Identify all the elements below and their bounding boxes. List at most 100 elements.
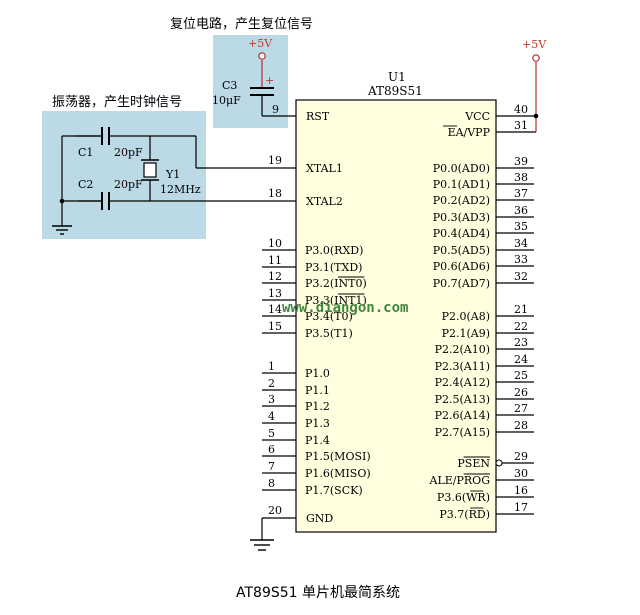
right-pin-name: P2.0(A8) xyxy=(442,310,490,323)
right-pin-number: 37 xyxy=(514,187,528,200)
pin-label-ea: EA/VPP xyxy=(448,126,491,139)
left-pin-number: 1 xyxy=(268,360,275,373)
c2-gap-mask xyxy=(101,193,110,209)
right-pin-name: ALE/PROG xyxy=(429,474,490,487)
left-pin-number: 12 xyxy=(268,270,282,283)
pin-num-ea: 31 xyxy=(514,119,528,132)
c1-ref: C1 xyxy=(78,146,93,159)
right-pin-name: P0.1(AD1) xyxy=(433,178,490,191)
left-pin-number: 15 xyxy=(268,320,282,333)
right-pin-name: P0.2(AD2) xyxy=(433,194,490,207)
pin-num-xtal1: 19 xyxy=(268,154,282,167)
left-pin-name: P3.2(INT0) xyxy=(305,277,367,290)
left-pin-name: P3.1(TXD) xyxy=(305,261,362,274)
reset-circuit-box xyxy=(213,35,288,128)
left-pin-number: 4 xyxy=(268,410,275,423)
right-pin-number: 28 xyxy=(514,419,528,432)
chip-body xyxy=(295,99,497,533)
pin-num-rst: 9 xyxy=(272,103,279,116)
pin-label-gnd: GND xyxy=(306,512,333,525)
right-pin-number: 25 xyxy=(514,369,528,382)
left-pin-name: P1.0 xyxy=(305,367,330,380)
right-pin-number: 39 xyxy=(514,155,528,168)
right-pin-number: 30 xyxy=(514,467,528,480)
pin-label-vcc: VCC xyxy=(464,110,490,123)
left-pin-name: P1.7(SCK) xyxy=(305,484,363,497)
left-pin-name: P1.5(MOSI) xyxy=(305,450,371,463)
vcc-main-label: +5V xyxy=(522,38,547,51)
right-pin-number: 22 xyxy=(514,320,528,333)
right-pin-number: 27 xyxy=(514,402,528,415)
right-pin-name: P2.1(A9) xyxy=(442,327,490,340)
left-pin-number: 2 xyxy=(268,377,275,390)
vcc-junction-dot xyxy=(533,113,539,119)
left-pin-number: 5 xyxy=(268,427,275,440)
right-pin-name: P2.4(A12) xyxy=(435,376,490,389)
right-pin-number: 34 xyxy=(514,237,528,250)
right-pin-number: 29 xyxy=(514,450,528,463)
left-pin-name: P1.2 xyxy=(305,400,330,413)
c2-value: 20pF xyxy=(114,178,143,191)
y1-value: 12MHz xyxy=(160,183,201,196)
right-pin-number: 32 xyxy=(514,270,528,283)
right-pin-name: P3.7(RD) xyxy=(439,508,490,521)
left-pin-name: P3.3(INT1) xyxy=(305,294,367,307)
right-pin-name: P2.6(A14) xyxy=(435,409,490,422)
right-pin-name: PSEN xyxy=(457,457,490,470)
right-pin-number: 33 xyxy=(514,253,528,266)
right-pin-number: 35 xyxy=(514,220,528,233)
c1-gap-mask xyxy=(101,128,110,144)
vcc-reset-terminal-icon xyxy=(258,52,266,60)
pin-label-xtal1: XTAL1 xyxy=(306,162,343,175)
right-pin-number: 36 xyxy=(514,204,528,217)
left-pin-name: P1.3 xyxy=(305,417,330,430)
right-pin-number: 16 xyxy=(514,484,528,497)
osc-ground-junction-dot xyxy=(59,198,65,204)
left-pin-name: P1.1 xyxy=(305,384,330,397)
left-pin-name: P3.4(T0) xyxy=(305,310,353,323)
right-pin-name: P0.0(AD0) xyxy=(433,162,490,175)
c3-value: 10μF xyxy=(212,94,241,107)
watermark: www.diangon.com xyxy=(282,300,408,316)
chip-model: AT89S51 xyxy=(367,84,423,98)
right-pin-number: 26 xyxy=(514,386,528,399)
pin-num-vcc: 40 xyxy=(514,103,528,116)
right-pin-name: P2.2(A10) xyxy=(435,343,490,356)
c3-ref: C3 xyxy=(222,79,237,92)
right-pin-name: P0.4(AD4) xyxy=(433,227,490,240)
right-pin-number: 17 xyxy=(514,501,528,514)
right-pin-name: P0.3(AD3) xyxy=(433,211,490,224)
left-pin-number: 11 xyxy=(268,254,282,267)
vcc-main-terminal-icon xyxy=(532,54,540,62)
c3-polarity-icon: + xyxy=(265,74,274,87)
c2-ref: C2 xyxy=(78,178,93,191)
oscillator-title: 振荡器，产生时钟信号 xyxy=(52,94,182,110)
y1-crystal-icon xyxy=(143,162,157,178)
pin-label-rst: RST xyxy=(306,110,330,123)
left-pin-number: 10 xyxy=(268,237,282,250)
diagram-caption: AT89S51 单片机最简系统 xyxy=(236,584,400,601)
left-pin-number: 7 xyxy=(268,460,275,473)
y1-ref: Y1 xyxy=(165,168,180,181)
right-pin-number: 38 xyxy=(514,171,528,184)
right-pin-name: P0.5(AD5) xyxy=(433,244,490,257)
left-pin-name: P3.0(RXD) xyxy=(305,244,363,257)
right-pin-number: 24 xyxy=(514,353,528,366)
vcc-reset-label: +5V xyxy=(248,37,273,50)
left-pin-name: P1.6(MISO) xyxy=(305,467,371,480)
c1-value: 20pF xyxy=(114,146,143,159)
pin-num-gnd: 20 xyxy=(268,504,282,517)
reset-circuit-title: 复位电路，产生复位信号 xyxy=(170,16,313,32)
left-pin-name: P1.4 xyxy=(305,434,330,447)
left-pin-number: 6 xyxy=(268,443,275,456)
left-pin-number: 14 xyxy=(268,303,282,316)
left-pin-number: 3 xyxy=(268,393,275,406)
right-pin-number: 21 xyxy=(514,303,528,316)
left-pin-name: P3.5(T1) xyxy=(305,327,353,340)
right-pin-name: P0.7(AD7) xyxy=(433,277,490,290)
right-pin-name: P3.6(WR) xyxy=(437,491,490,504)
left-pin-number: 8 xyxy=(268,477,275,490)
